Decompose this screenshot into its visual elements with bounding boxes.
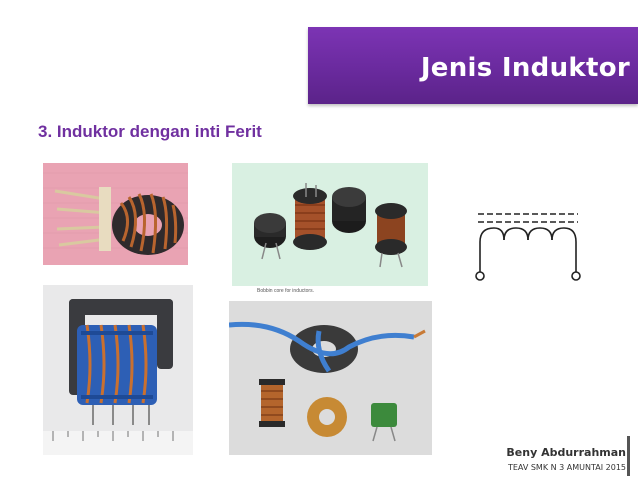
slide-subtitle: 3. Induktor dengan inti Ferit (38, 122, 262, 141)
footer-divider (627, 436, 630, 476)
title-banner: Jenis Induktor (308, 27, 638, 104)
common-mode-choke-photo (43, 285, 193, 455)
bobbin-core-inductors-photo (232, 163, 428, 286)
toroid-inductor-photo (43, 163, 188, 265)
school-label: TEAV SMK N 3 AMUNTAI 2015 (507, 463, 626, 472)
ferrite-toroid-photo (229, 301, 432, 455)
photo-caption: Bobbin core for inductors. (257, 288, 314, 294)
slide-title: Jenis Induktor (420, 53, 630, 83)
author-name: Beny Abdurrahman (506, 446, 626, 459)
ferrite-inductor-symbol (475, 213, 581, 281)
